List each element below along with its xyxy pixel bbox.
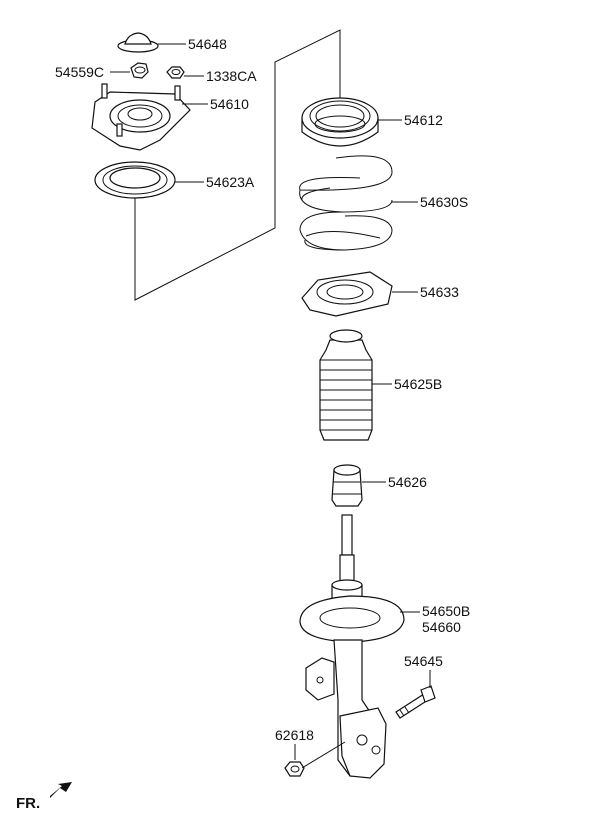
part-54612-bearing[interactable] bbox=[301, 97, 379, 147]
label-54626: 54626 bbox=[388, 474, 427, 490]
part-54610-mount[interactable] bbox=[91, 83, 191, 151]
label-54633: 54633 bbox=[420, 284, 459, 300]
assembly-group-line bbox=[134, 29, 341, 301]
part-1338CA-nut[interactable] bbox=[166, 66, 185, 79]
label-54645: 54645 bbox=[404, 653, 443, 669]
part-54650B-strut-assembly[interactable] bbox=[299, 514, 405, 779]
part-62618-nut[interactable] bbox=[284, 761, 305, 777]
part-54559C-nut[interactable] bbox=[130, 62, 149, 79]
label-54623A: 54623A bbox=[206, 174, 255, 190]
part-54648-cap[interactable] bbox=[117, 32, 159, 53]
part-54630S-coil-spring[interactable] bbox=[299, 155, 393, 251]
label-1338CA: 1338CA bbox=[206, 68, 257, 84]
label-54660: 54660 bbox=[422, 619, 461, 635]
part-54625B-dust-boot[interactable] bbox=[319, 329, 373, 441]
label-54625B: 54625B bbox=[394, 376, 442, 392]
label-54610: 54610 bbox=[210, 96, 249, 112]
front-arrow-icon bbox=[50, 782, 72, 798]
label-62618: 62618 bbox=[275, 727, 314, 743]
part-54633-lower-pad[interactable] bbox=[301, 271, 393, 317]
part-54626-bump-stopper[interactable] bbox=[331, 464, 363, 507]
front-direction-label: FR. bbox=[16, 795, 40, 812]
part-54623A-spring-pad[interactable] bbox=[94, 161, 176, 199]
part-54645-bolt[interactable] bbox=[395, 685, 436, 719]
label-54612: 54612 bbox=[404, 112, 443, 128]
label-54559C: 54559C bbox=[55, 64, 104, 80]
label-54630S: 54630S bbox=[420, 194, 468, 210]
label-54650B: 54650B bbox=[422, 603, 470, 619]
label-54648: 54648 bbox=[188, 36, 227, 52]
